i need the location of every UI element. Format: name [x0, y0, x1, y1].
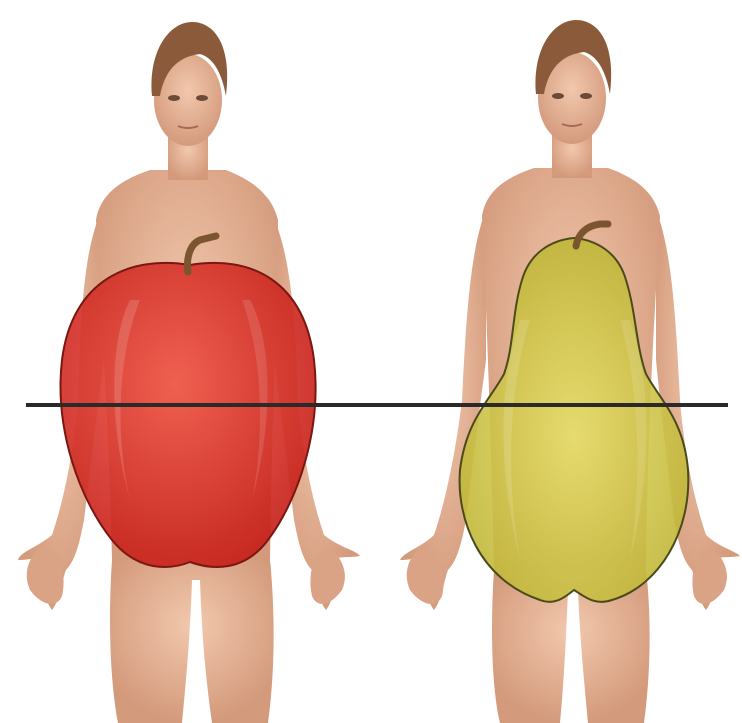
eye-left: [552, 93, 564, 99]
eye-left: [168, 95, 180, 101]
figure-right: [400, 20, 740, 723]
apple-shape: [61, 263, 316, 567]
legs: [110, 560, 274, 723]
arm-left: [400, 210, 486, 610]
eye-right: [196, 95, 208, 101]
eye-right: [580, 93, 592, 99]
figure-left: [18, 22, 360, 723]
